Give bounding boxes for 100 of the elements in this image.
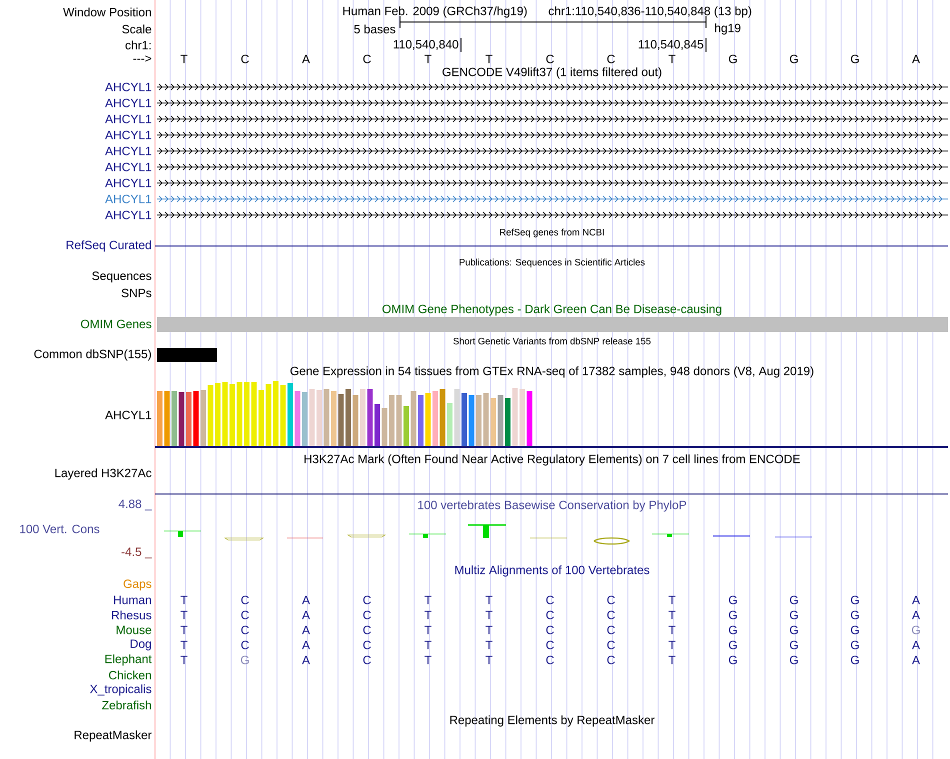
track-title: RefSeq genes from NCBI	[500, 228, 604, 238]
base-letter: C	[241, 54, 249, 64]
base-letter: A	[302, 626, 310, 634]
gene-label: AHCYL1	[105, 114, 152, 124]
base-letter: A	[302, 54, 310, 64]
track-title: Gene Expression in 54 tissues from GTEx RNA-seq of 17382 samples, 948 donors (V8, Aug 2019)	[290, 366, 814, 378]
base-letter: T	[424, 640, 432, 650]
base-letter: G	[240, 656, 249, 664]
track-title: OMIM Gene Phenotypes - Dark Green Can Be Disease-causing	[382, 304, 722, 316]
base-letter: G	[790, 626, 798, 634]
track-title: Multiz Alignments of 100 Vertebrates	[455, 565, 650, 577]
track-title: 100 vertebrates Basewise Conservation by PhyloP	[418, 500, 686, 512]
base-letter: T	[486, 610, 492, 620]
track-label: Gaps	[124, 580, 152, 590]
base-letter: T	[486, 54, 492, 64]
base-letter: T	[424, 596, 432, 604]
base-letter: T	[424, 626, 432, 634]
axis-value: -4.5 _	[122, 548, 152, 558]
base-letter: C	[241, 640, 249, 650]
base-letter: G	[728, 596, 737, 604]
base-letter: A	[302, 640, 310, 650]
base-letter: T	[668, 610, 676, 620]
track-title: Publications: Sequences in Scientific Articles	[460, 258, 645, 268]
base-letter: A	[912, 640, 920, 650]
base-letter: T	[486, 640, 492, 650]
base-letter: G	[850, 54, 859, 64]
track-label: RepeatMasker	[74, 730, 152, 742]
base-letter: C	[363, 640, 371, 650]
track-label: 100 Vert. Cons	[20, 524, 100, 534]
base-letter: G	[790, 656, 798, 664]
base-letter: T	[668, 640, 676, 650]
track-label: SNPs	[122, 288, 152, 298]
base-letter: C	[363, 626, 371, 634]
track-label: chr1:	[126, 40, 151, 50]
base-letter: C	[241, 610, 249, 620]
base-letter: A	[912, 54, 920, 64]
coordinate-text: 110,540,840	[394, 40, 458, 50]
base-letter: T	[180, 626, 188, 634]
axis-value: 4.88 _	[118, 500, 152, 510]
base-letter: C	[363, 54, 371, 64]
base-letter: G	[850, 610, 859, 620]
track-label: Layered H3K27Ac	[55, 468, 152, 480]
base-letter: T	[424, 656, 432, 664]
species-label: Zebrafish	[102, 700, 151, 710]
gene-label: AHCYL1	[105, 162, 152, 172]
gene-label: AHCYL1	[105, 410, 152, 420]
base-letter: C	[546, 626, 554, 634]
base-letter: T	[180, 596, 188, 604]
base-letter: T	[180, 640, 188, 650]
coordinate-text: 110,540,845	[638, 40, 704, 50]
base-letter: G	[850, 626, 859, 634]
track-label: Sequences	[92, 272, 152, 282]
base-letter: C	[241, 596, 249, 604]
base-letter: C	[546, 610, 554, 620]
base-letter: A	[912, 656, 920, 664]
track-label: Common dbSNP(155)	[34, 349, 151, 361]
gene-label: AHCYL1	[105, 146, 152, 156]
track-label: Scale	[122, 24, 152, 34]
species-label: Rhesus	[112, 610, 152, 620]
base-letter: C	[607, 656, 615, 664]
base-letter: C	[241, 626, 249, 634]
gene-label: AHCYL1	[105, 98, 152, 108]
base-letter: G	[728, 656, 737, 664]
base-letter: T	[668, 626, 676, 634]
base-letter: C	[546, 54, 554, 64]
species-label: Dog	[130, 640, 151, 650]
base-letter: G	[790, 596, 798, 604]
base-letter: A	[912, 596, 920, 604]
base-letter: G	[850, 596, 859, 604]
base-letter: G	[790, 54, 798, 64]
track-label: --->	[133, 56, 152, 62]
base-letter: G	[912, 626, 920, 634]
header-text: chr1:110,540,836-110,540,848 (13 bp)	[548, 6, 752, 18]
gene-label: AHCYL1	[105, 82, 152, 92]
track-label: Window Position	[63, 8, 151, 16]
species-label: X_tropicalis	[90, 684, 152, 696]
species-label: Elephant	[105, 654, 152, 666]
track-title: GENCODE V49lift37 (1 items filtered out)	[442, 67, 662, 79]
track-label: RefSeq Curated	[66, 240, 151, 252]
scale-text: 5 bases	[354, 24, 396, 34]
base-letter: A	[302, 656, 310, 664]
base-letter: C	[363, 610, 371, 620]
species-label: Chicken	[109, 670, 151, 680]
track-title: Repeating Elements by RepeatMasker	[450, 715, 654, 727]
base-letter: C	[607, 596, 615, 604]
base-letter: A	[302, 596, 310, 604]
base-letter: G	[728, 610, 737, 620]
species-label: Human	[114, 596, 151, 604]
base-letter: T	[486, 596, 492, 604]
base-letter: C	[546, 640, 554, 650]
base-letter: A	[912, 610, 920, 620]
base-letter: C	[607, 626, 615, 634]
base-letter: T	[180, 610, 188, 620]
scale-text: hg19	[715, 23, 740, 35]
base-letter: G	[728, 626, 737, 634]
header-text: Human Feb. 2009 (GRCh37/hg19)	[343, 6, 527, 18]
base-letter: C	[546, 596, 554, 604]
base-letter: T	[668, 656, 676, 664]
base-letter: G	[850, 640, 859, 650]
track-label: OMIM Genes	[80, 320, 152, 328]
